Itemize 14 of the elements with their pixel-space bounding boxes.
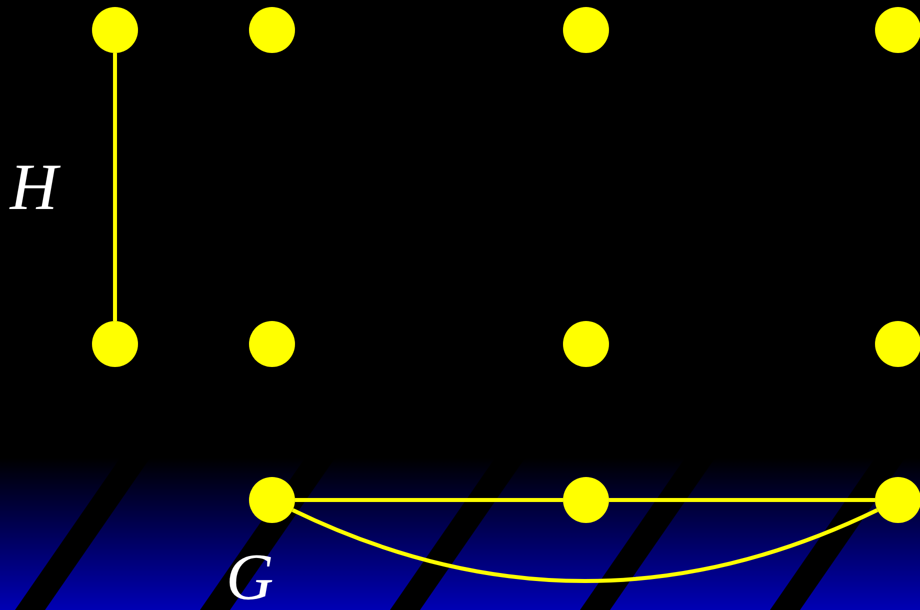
edge-line — [113, 53, 117, 321]
vertex-dot — [563, 7, 609, 53]
vertex-dot — [92, 7, 138, 53]
vertex-dot — [249, 321, 295, 367]
edge-line — [295, 498, 563, 502]
edge-line — [609, 498, 875, 502]
graph-label: G — [226, 545, 274, 610]
vertex-dot — [875, 7, 920, 53]
vertex-dot — [875, 321, 920, 367]
vertex-dot — [563, 321, 609, 367]
curved-edge — [292, 508, 878, 583]
vertex-dot — [92, 321, 138, 367]
graph-label: H — [10, 155, 58, 221]
vertex-dot — [249, 7, 295, 53]
